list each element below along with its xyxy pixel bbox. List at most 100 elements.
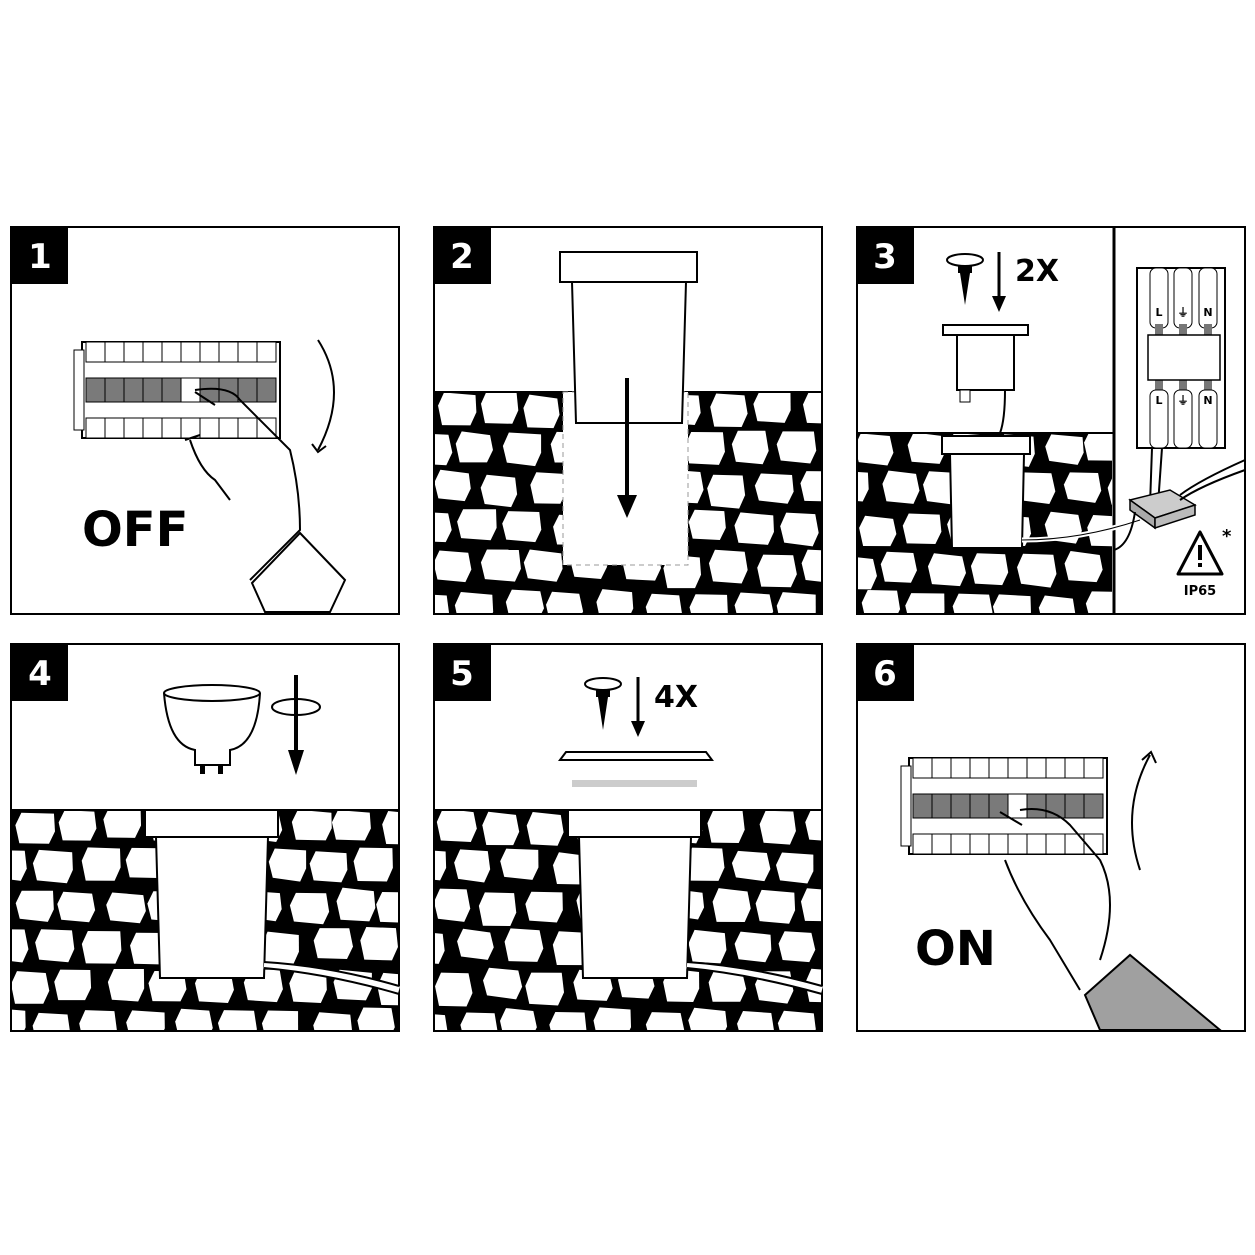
terminal-label-earth: ⏚ xyxy=(1178,394,1189,407)
stone xyxy=(12,1009,26,1030)
ip-rating: IP65 xyxy=(1184,584,1216,599)
stone xyxy=(435,888,471,922)
stone xyxy=(1038,595,1076,613)
stone xyxy=(106,892,146,924)
stone xyxy=(197,1048,234,1081)
stone xyxy=(827,1012,865,1045)
stone xyxy=(313,1012,352,1030)
stone xyxy=(905,593,945,613)
stone xyxy=(12,929,29,963)
stone xyxy=(902,513,942,545)
stone xyxy=(435,850,447,881)
stone xyxy=(435,972,473,1007)
stone xyxy=(0,1048,5,1080)
stone xyxy=(858,557,877,590)
stone xyxy=(874,1011,914,1043)
stone xyxy=(593,1007,632,1030)
stone xyxy=(434,1052,470,1086)
stone xyxy=(802,392,821,424)
step-3-panel: 3 2X L ⏚ N L xyxy=(856,226,1246,615)
stone xyxy=(58,810,97,841)
step-number: 3 xyxy=(873,237,897,277)
step-1-panel: 1 OFF xyxy=(10,226,400,615)
stone xyxy=(731,850,771,882)
stone xyxy=(734,592,774,613)
stone xyxy=(645,593,682,613)
stone xyxy=(688,1007,728,1030)
stone xyxy=(435,512,452,543)
stone xyxy=(502,511,542,543)
terminal-label-earth: ⏚ xyxy=(1178,306,1189,319)
stone xyxy=(435,933,445,964)
stone xyxy=(502,432,542,467)
stone xyxy=(868,851,907,882)
stone xyxy=(882,470,920,504)
stone xyxy=(549,1011,587,1030)
stone xyxy=(435,1014,448,1030)
lamp-insert-icon xyxy=(942,324,1029,434)
stone xyxy=(759,634,796,665)
step-number: 6 xyxy=(873,654,897,694)
stone xyxy=(778,931,816,963)
stone xyxy=(523,394,560,429)
stone xyxy=(357,1007,395,1030)
stone xyxy=(12,971,50,1004)
stone xyxy=(1133,590,1172,621)
stone xyxy=(435,550,472,583)
warning-asterisk: * xyxy=(1222,526,1232,547)
stone xyxy=(379,1048,417,1082)
stone xyxy=(907,433,946,464)
stone xyxy=(484,1052,522,1082)
glass-lens-icon xyxy=(572,780,697,787)
stone xyxy=(1115,555,1155,586)
step-number-badge xyxy=(857,227,914,284)
stone xyxy=(454,591,494,613)
stone xyxy=(525,1047,564,1079)
stone xyxy=(1084,433,1112,461)
stone xyxy=(217,1010,257,1030)
stone xyxy=(480,474,518,508)
stone xyxy=(688,509,726,540)
stone xyxy=(776,592,816,613)
screw-count: 2X xyxy=(1015,254,1059,289)
stone xyxy=(802,1052,838,1083)
stone xyxy=(438,392,477,426)
stone xyxy=(313,928,353,959)
stone xyxy=(776,852,814,884)
stone xyxy=(505,589,545,613)
stone xyxy=(688,929,727,964)
step-number-badge xyxy=(11,644,68,701)
stone xyxy=(1067,635,1105,666)
stone xyxy=(401,1008,437,1039)
stone xyxy=(460,1012,498,1030)
stone xyxy=(360,927,398,961)
stone xyxy=(268,848,307,882)
stone xyxy=(385,630,424,660)
stone xyxy=(928,635,965,668)
stone xyxy=(81,930,122,964)
stone xyxy=(57,891,96,923)
stone xyxy=(289,970,327,1004)
stone xyxy=(291,810,332,841)
stone xyxy=(708,969,747,1002)
stone xyxy=(289,892,330,925)
stone xyxy=(335,1053,373,1084)
stone xyxy=(850,891,888,924)
stone xyxy=(261,1010,299,1030)
stone xyxy=(454,849,491,883)
stone xyxy=(927,553,967,587)
stone xyxy=(32,849,73,884)
terminal-label-live: L xyxy=(1155,394,1162,407)
stone xyxy=(457,509,497,541)
stone xyxy=(12,850,27,881)
twist-down-arrow-icon xyxy=(271,675,321,775)
warning-icon: * IP65 xyxy=(1176,526,1232,599)
stone xyxy=(148,1050,186,1083)
step-number: 2 xyxy=(450,237,474,277)
stone xyxy=(530,472,567,504)
step-5-panel: 5 4X xyxy=(433,643,823,1032)
stone xyxy=(525,891,563,923)
circuit-breaker-icon xyxy=(900,757,1108,855)
stone xyxy=(707,474,746,509)
